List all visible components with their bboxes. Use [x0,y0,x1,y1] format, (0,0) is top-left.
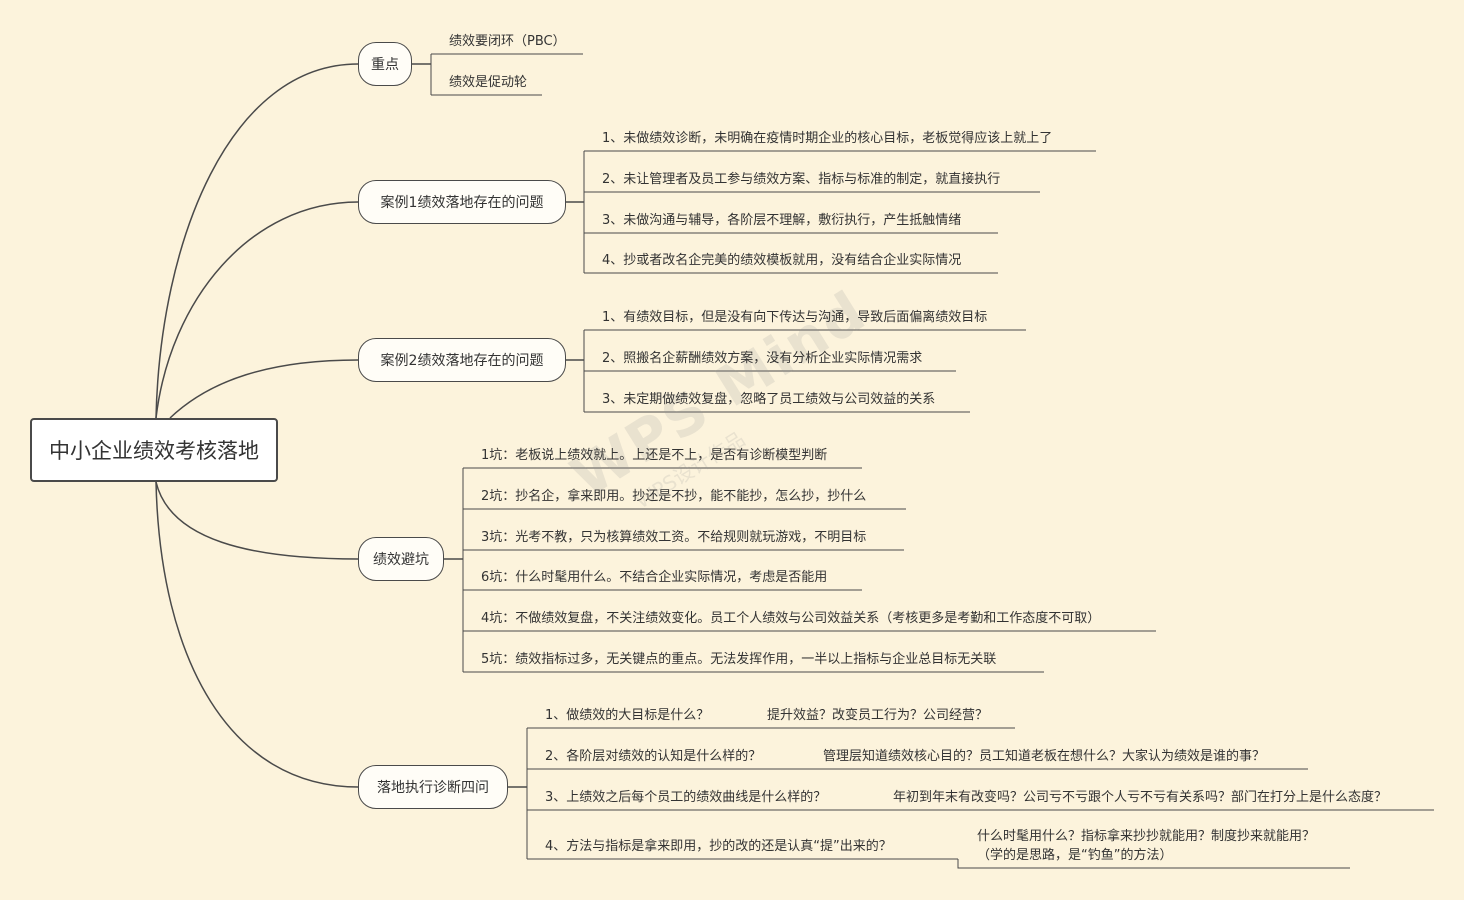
root-connector [169,359,359,419]
branch-case1[interactable]: 案例1绩效落地存在的问题 [358,180,566,224]
case2-item[interactable]: 1、有绩效目标，但是没有向下传达与沟通，导致后面偏离绩效目标 [602,310,988,325]
pitfall-item[interactable]: 5坑：绩效指标过多，无关键点的重点。无法发挥作用，一半以上指标与企业总目标无关联 [481,652,997,667]
case2-item[interactable]: 3、未定期做绩效复盘，忽略了员工绩效与公司效益的关系 [602,392,936,407]
answer-underline [957,859,1350,869]
key-point-item[interactable]: 绩效要闭环（PBC） [449,34,566,49]
answer-item[interactable]: 年初到年末有改变吗？公司亏不亏跟个人亏不亏有关系吗？部门在打分上是什么态度？ [893,790,1388,805]
branch-case2[interactable]: 案例2绩效落地存在的问题 [358,338,566,382]
case1-item[interactable]: 1、未做绩效诊断，未明确在疫情时期企业的核心目标，老板觉得应该上就上了 [602,131,1053,146]
pitfall-item[interactable]: 6坑：什么时髦用什么。不结合企业实际情况，考虑是否能用 [481,570,828,585]
root-connector [155,481,359,560]
branch-pitfalls[interactable]: 绩效避坑 [358,537,444,581]
case2-item[interactable]: 2、照搬名企薪酬绩效方案，没有分析企业实际情况需求 [602,351,923,366]
answer-item[interactable]: 提升效益？改变员工行为？公司经营？ [767,708,989,723]
case1-item[interactable]: 2、未让管理者及员工参与绩效方案、指标与标准的制定，就直接执行 [602,172,1001,187]
key-point-item[interactable]: 绩效是促动轮 [449,75,528,90]
question-item[interactable]: 2、各阶层对绩效的认知是什么样的？ [545,749,762,764]
pitfall-item[interactable]: 4坑：不做绩效复盘，不关注绩效变化。员工个人绩效与公司效益关系（考核更多是考勤和… [481,611,1101,626]
root-topic[interactable]: 中小企业绩效考核落地 [30,418,278,482]
branch-four-questions[interactable]: 落地执行诊断四问 [358,765,508,809]
root-connector [155,63,359,419]
case1-item[interactable]: 3、未做沟通与辅导，各阶层不理解，敷衍执行，产生抵触情绪 [602,213,962,228]
question-item[interactable]: 1、做绩效的大目标是什么？ [545,708,710,723]
answer-item[interactable]: 什么时髦用什么？指标拿来抄抄就能用？制度抄来就能用？ [977,829,1316,844]
answer-item[interactable]: 管理层知道绩效核心目的？员工知道老板在想什么？大家认为绩效是谁的事？ [823,749,1266,764]
question-item[interactable]: 4、方法与指标是拿来即用，抄的改的还是认真“提”出来的？ [545,839,892,854]
root-connector [155,201,359,419]
question-item[interactable]: 3、上绩效之后每个员工的绩效曲线是什么样的？ [545,790,827,805]
pitfall-item[interactable]: 2坑：抄名企，拿来即用。抄还是不抄，能不能抄，怎么抄，抄什么 [481,489,867,504]
pitfall-item[interactable]: 3坑：光考不教，只为核算绩效工资。不给规则就玩游戏，不明目标 [481,530,867,545]
case1-item[interactable]: 4、抄或者改名企完美的绩效模板就用，没有结合企业实际情况 [602,253,962,268]
root-connector [155,481,359,788]
answer-item[interactable]: （学的是思路，是“钓鱼”的方法） [977,848,1173,863]
pitfall-item[interactable]: 1坑：老板说上绩效就上。上还是不上，是否有诊断模型判断 [481,448,828,463]
branch-key-points[interactable]: 重点 [358,42,412,86]
